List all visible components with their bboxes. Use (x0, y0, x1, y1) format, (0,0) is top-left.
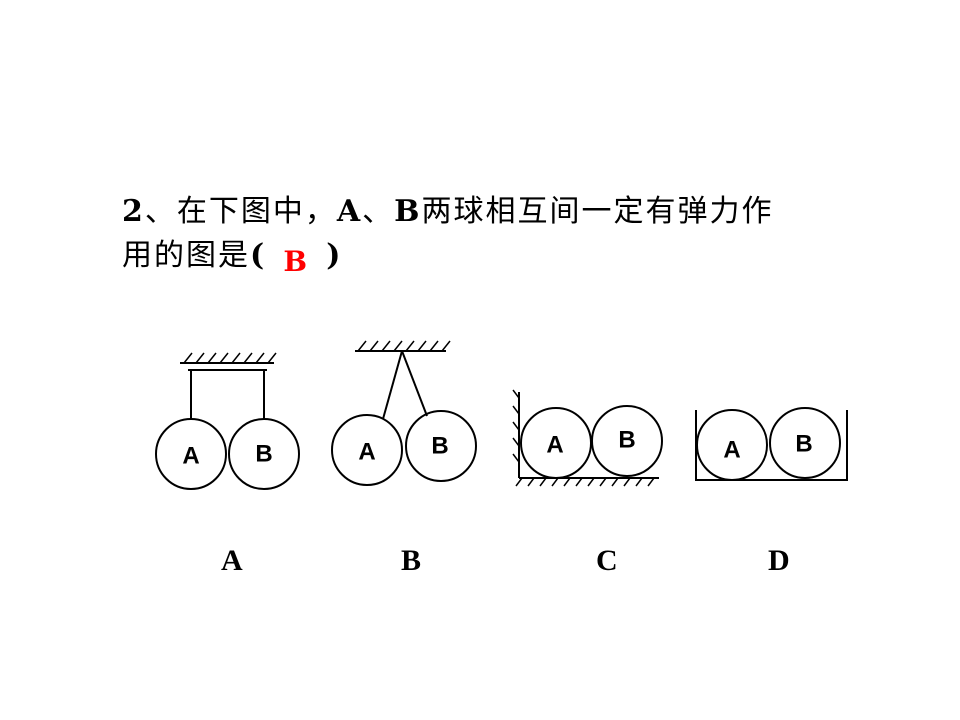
figure-c-wall-hatching (512, 389, 520, 463)
figure-c-ball-b (591, 405, 663, 477)
figure-d-container (695, 410, 848, 481)
figure-b-ball-b-label: B (431, 433, 448, 460)
question-line-1: 2、在下图中，A、B两球相互间一定有弹力作 (122, 190, 882, 234)
question-part-1: 在下图中， (176, 194, 337, 229)
figure-a-hatching (183, 352, 277, 364)
figure-a (155, 352, 300, 490)
open-paren: ( (250, 238, 267, 273)
close-paren: ) (326, 238, 343, 273)
option-label-d: D (768, 544, 790, 577)
figure-c (512, 389, 663, 487)
option-label-b: B (401, 544, 422, 577)
figure-a-ball-b (228, 418, 300, 490)
figure-d-ball-b (769, 407, 841, 479)
figure-b-string-left (382, 350, 403, 420)
question-line-2: 用的图是( B) (122, 234, 882, 278)
question-part-2: 两球相互间一定有弹力作 (421, 194, 774, 229)
figures-diagram: A B A B A B A B (155, 340, 848, 490)
figure-b-ball-a-label: A (358, 439, 375, 466)
question-number: 2 (122, 194, 145, 229)
figure-a-ball-a (155, 418, 227, 490)
figure-a-ball-b-label: B (255, 441, 272, 468)
option-label-c: C (596, 544, 618, 577)
question-ball-a: A (336, 194, 363, 229)
figure-d-ball-b-label: B (795, 431, 812, 458)
figure-a-ball-a-label: A (182, 443, 199, 470)
question-ball-b: B (394, 194, 422, 229)
figure-b (331, 340, 477, 486)
answer-text: B (283, 245, 310, 278)
figure-c-ball-b-label: B (618, 427, 635, 454)
question-separator: 、 (144, 194, 177, 229)
figure-d-ball-a (696, 409, 768, 481)
figure-c-ball-a-label: A (546, 432, 563, 459)
question-line-2-text: 用的图是 (122, 238, 250, 273)
option-label-a: A (221, 544, 243, 577)
figure-c-ball-a (520, 407, 592, 479)
figure-b-hatching (357, 340, 451, 352)
figure-c-floor-hatching (515, 477, 655, 487)
figure-b-string-right (401, 350, 428, 417)
question-text: 2、在下图中，A、B两球相互间一定有弹力作 用的图是(B) (122, 190, 882, 278)
figure-d-ball-a-label: A (723, 437, 740, 464)
figure-d (695, 407, 848, 481)
figure-b-ball-a (331, 414, 403, 486)
figure-b-ball-b (405, 410, 477, 482)
question-separator-2: 、 (362, 194, 395, 229)
